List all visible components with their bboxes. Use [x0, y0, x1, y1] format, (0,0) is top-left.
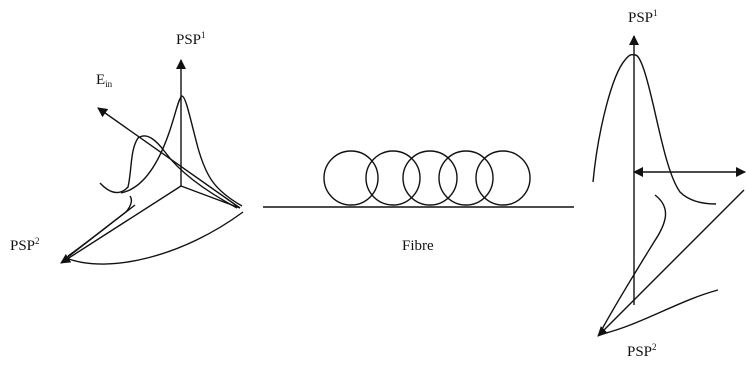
fibre-coil-1 — [323, 150, 379, 206]
output-psp2-label: PSP2 — [627, 342, 657, 360]
output-psp1-pulse — [592, 53, 717, 205]
output-psp1-label: PSP1 — [628, 8, 658, 26]
input-psp2-axis — [60, 185, 182, 264]
input-psp1-label: PSP1 — [176, 30, 206, 48]
fibre-group — [263, 150, 574, 208]
input-psp2-label: PSP2 — [10, 236, 40, 254]
fibre-coil-3 — [402, 150, 458, 206]
fibre-label: Fibre — [402, 238, 434, 254]
fibre-coil-2 — [365, 150, 421, 206]
output-polarization-group — [592, 35, 746, 337]
input-ein-pulse — [99, 135, 238, 209]
output-psp2-axis — [597, 189, 745, 337]
input-polarization-group — [60, 59, 244, 265]
fibre-coil-5 — [475, 150, 531, 206]
input-psp2-pulse — [67, 195, 133, 257]
output-lower-envelope — [601, 289, 719, 335]
input-lower-envelope — [65, 211, 244, 265]
input-ein-label: Ein — [96, 72, 113, 89]
output-psp2-pulse — [600, 194, 667, 332]
fibre-coil-4 — [438, 150, 494, 206]
input-psp1-pulse — [120, 95, 243, 207]
